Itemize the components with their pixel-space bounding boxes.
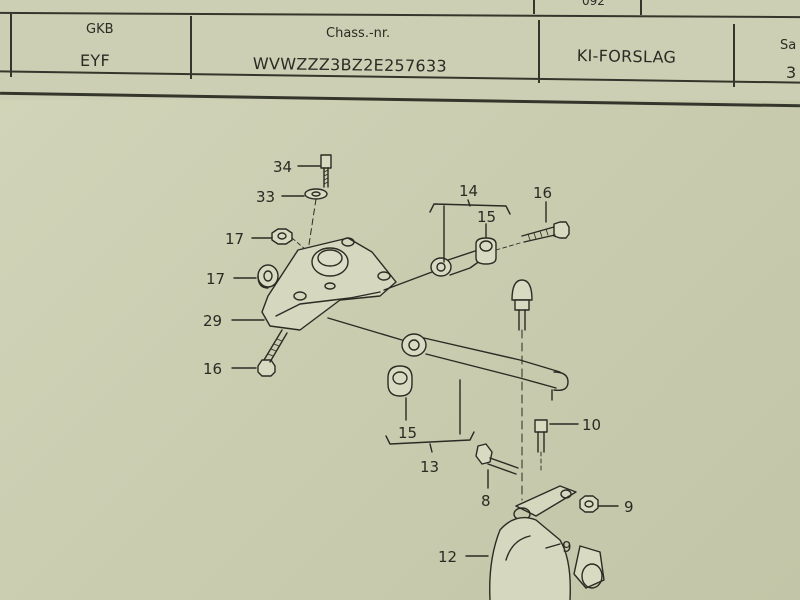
callout-17-left: 17 xyxy=(206,270,225,288)
callout-12: 12 xyxy=(438,548,457,566)
header-value-gkb: EYF xyxy=(80,51,110,70)
bushing-15-lower xyxy=(387,365,413,397)
callout-17-top: 17 xyxy=(225,230,244,248)
link-bracket xyxy=(513,485,577,521)
callout-16-lower: 16 xyxy=(203,360,222,378)
bolt-10 xyxy=(534,419,548,453)
nut-17-top xyxy=(271,228,293,245)
washer-33 xyxy=(304,188,328,200)
callout-16-upper: 16 xyxy=(533,184,552,202)
callout-8: 8 xyxy=(481,492,491,510)
callout-9-lower: 9 xyxy=(562,538,572,556)
header-divider-1 xyxy=(10,14,12,77)
callout-33: 33 xyxy=(256,188,275,206)
bolt-8 xyxy=(475,443,519,475)
wheel-bearing-housing-12 xyxy=(489,516,605,600)
callout-14: 14 xyxy=(459,182,478,200)
callout-34: 34 xyxy=(273,158,292,176)
header-divider-2 xyxy=(190,16,192,79)
header-label-sa: Sa xyxy=(780,38,797,53)
header-label-gkb: GKB xyxy=(86,22,114,37)
callout-15-upper: 15 xyxy=(477,208,496,226)
bolt-16-upper xyxy=(521,221,570,243)
callout-13: 13 xyxy=(420,458,439,476)
nut-9-right xyxy=(579,495,599,513)
header-divider-4 xyxy=(733,24,735,87)
bushing-15-upper xyxy=(475,237,497,265)
header-label-chassis: Chass.-nr. xyxy=(326,26,391,41)
header-value-sa: 3 xyxy=(786,63,797,82)
top-cell-divider-2 xyxy=(640,0,642,15)
callout-29: 29 xyxy=(203,312,222,330)
header-divider-3 xyxy=(538,20,540,83)
top-cell-divider-1 xyxy=(533,0,535,14)
callout-15-lower: 15 xyxy=(398,424,417,442)
top-cell-value: 092 xyxy=(582,0,605,8)
carrier-bracket-29 xyxy=(261,237,397,331)
bushing-17-left xyxy=(257,264,279,289)
lower-arm-13 xyxy=(401,333,569,401)
callout-10: 10 xyxy=(582,416,601,434)
callout-9-right: 9 xyxy=(624,498,634,516)
bolt-34 xyxy=(320,154,332,188)
ball-joint-stud xyxy=(511,279,533,331)
bolt-16-lower xyxy=(257,329,288,377)
